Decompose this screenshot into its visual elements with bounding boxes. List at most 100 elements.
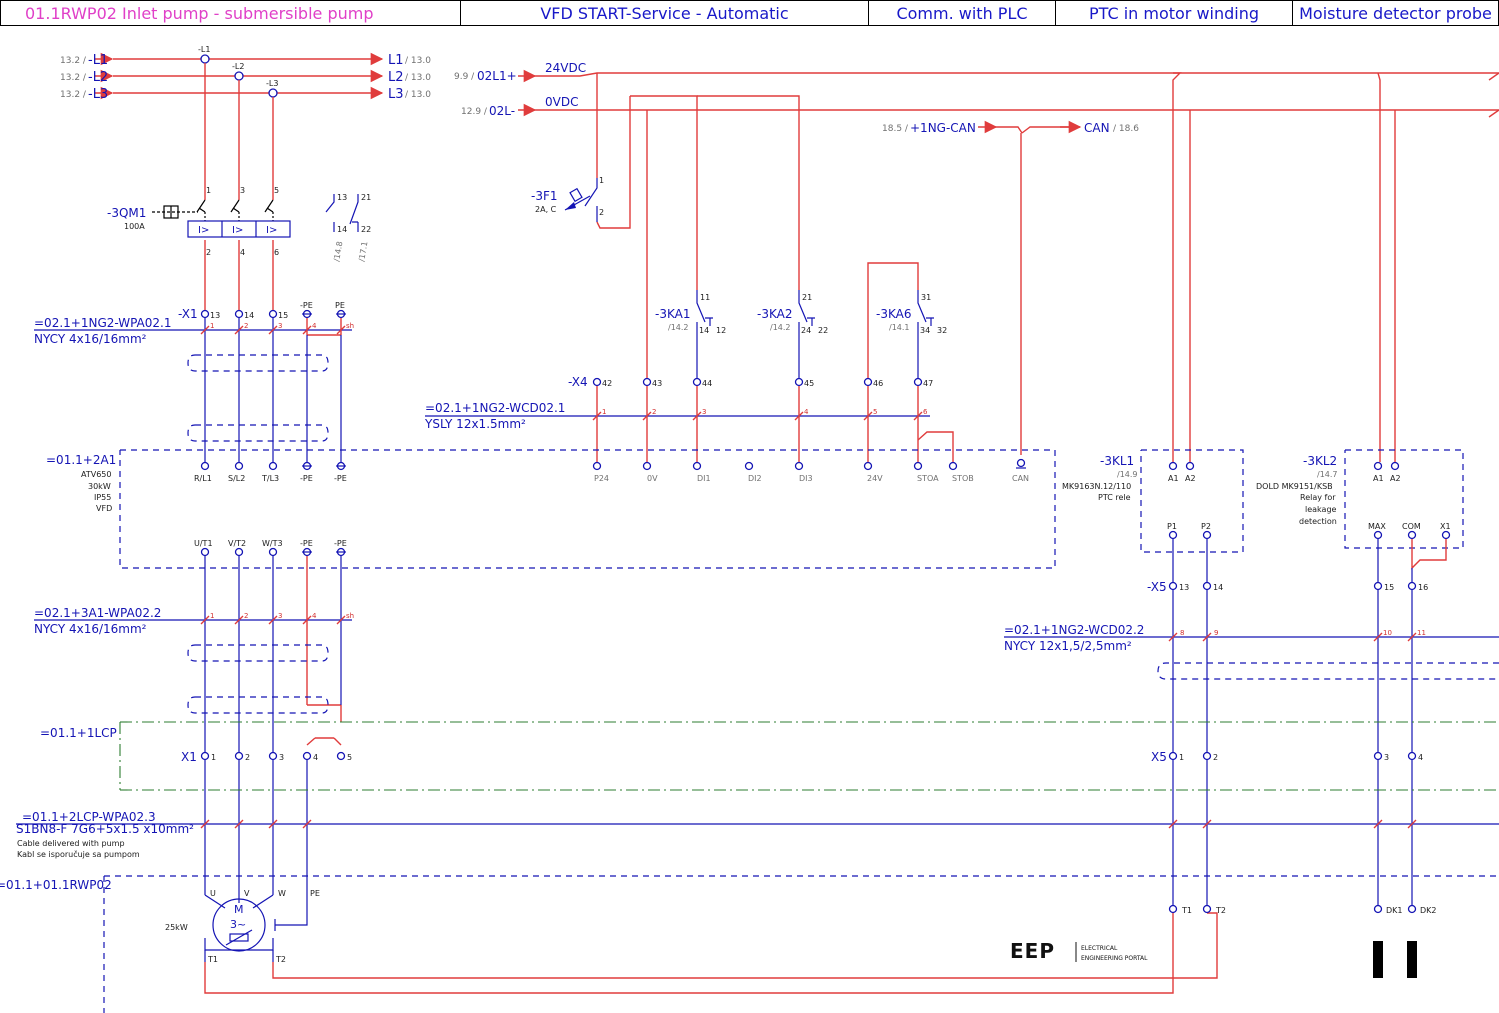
svg-text:T/L3: T/L3 <box>261 474 279 483</box>
cable2-name: =02.1+1NG2-WCD02.1 <box>425 401 565 415</box>
svg-text:11: 11 <box>1417 629 1426 637</box>
aux-pin-14: 14 <box>337 225 347 234</box>
svg-text:45: 45 <box>804 379 814 388</box>
svg-text:X1: X1 <box>1440 522 1451 531</box>
svg-text:Cable delivered with pump: Cable delivered with pump <box>17 839 125 848</box>
svg-text:-PE: -PE <box>300 539 313 548</box>
cable1-type: NYCY 4x16/16mm² <box>34 332 147 346</box>
trip-2: I> <box>232 225 243 236</box>
svg-text:ELECTRICAL: ELECTRICAL <box>1081 945 1118 952</box>
svg-text:A1: A1 <box>1373 474 1384 483</box>
fuse-3f1: -3F1 2A, C 1 2 <box>531 176 604 222</box>
ptc-relay-3kl1: -3KL1 /14.9 MK9163N.12/110 PTC rele A1 A… <box>1062 449 1244 553</box>
vfd-name: =01.1+2A1 <box>46 453 116 467</box>
p24-name: 02L1+ <box>477 69 517 83</box>
cable4-name: =02.1+1NG2-WCD02.2 <box>1004 623 1144 637</box>
svg-text:IP55: IP55 <box>94 493 111 502</box>
control-supply: 9.9 / 02L1+ 24VDC 12.9 / 02L- 0VDC 18.5 … <box>454 61 1499 462</box>
breaker-pin-4: 4 <box>240 248 245 257</box>
svg-text:1: 1 <box>1179 753 1184 762</box>
lcp-panel: =01.1+1LCP X1 1 2 3 4 5 X5 1 2 3 4 <box>40 721 1499 791</box>
lcp-name: =01.1+1LCP <box>40 726 117 740</box>
lcp-x1: X1 <box>181 750 197 764</box>
svg-text:43: 43 <box>652 379 662 388</box>
svg-text:-3KL2: -3KL2 <box>1303 454 1337 468</box>
svg-text:-PE: -PE <box>300 474 313 483</box>
l3-ref: 13.2 / <box>60 90 87 100</box>
breaker-pin-5: 5 <box>274 186 279 195</box>
breaker-3qm1: -3QM1 100A 1 3 5 I> I> I> 2 4 6 13 14 21… <box>107 186 371 262</box>
logo-mark: EEP <box>1010 939 1055 963</box>
svg-text:P1: P1 <box>1167 522 1177 531</box>
x1-term-15: 15 <box>278 311 288 320</box>
l2-tap-label: -L2 <box>232 62 244 71</box>
p24-ref: 9.9 / <box>454 72 475 82</box>
svg-text:13: 13 <box>1179 583 1189 592</box>
svg-text:A1: A1 <box>1168 474 1179 483</box>
svg-text:3: 3 <box>702 408 706 416</box>
can-ref: 18.5 / <box>882 124 909 134</box>
x1-term-pe1: -PE <box>300 301 313 310</box>
svg-text:T2: T2 <box>275 955 286 964</box>
svg-text:DI3: DI3 <box>799 474 813 483</box>
breaker-pin-2: 2 <box>206 248 211 257</box>
svg-text:5: 5 <box>873 408 877 416</box>
svg-text:46: 46 <box>873 379 883 388</box>
fuse-name: -3F1 <box>531 189 558 203</box>
relay-contacts: -3KA1 /14.2 11 14 12 -3KA2 /14.2 21 24 2… <box>655 262 947 378</box>
svg-text:30kW: 30kW <box>88 482 111 491</box>
l2-tap-terminal <box>234 71 244 81</box>
title-cell: 01.1RWP02 Inlet pump - submersible pump <box>0 0 461 26</box>
svg-text:3: 3 <box>279 753 284 762</box>
svg-text:leakage: leakage <box>1305 505 1337 514</box>
svg-text:3: 3 <box>278 612 282 620</box>
svg-text:U/T1: U/T1 <box>194 539 213 548</box>
svg-text:DI2: DI2 <box>748 474 762 483</box>
svg-text:4: 4 <box>1418 753 1423 762</box>
svg-text:12: 12 <box>716 326 726 335</box>
svg-text:10: 10 <box>1383 629 1392 637</box>
svg-text:T1: T1 <box>1181 906 1192 915</box>
svg-text:-X5: -X5 <box>1147 580 1167 594</box>
svg-text:22: 22 <box>818 326 828 335</box>
svg-text:-3KA6: -3KA6 <box>876 307 911 321</box>
c1-core-sh: sh <box>346 322 354 330</box>
svg-text:-3KL1: -3KL1 <box>1100 454 1134 468</box>
svg-text:44: 44 <box>702 379 712 388</box>
svg-text:DI1: DI1 <box>697 474 711 483</box>
svg-text:Relay for: Relay for <box>1300 493 1336 502</box>
svg-text:/14.7: /14.7 <box>1317 470 1338 479</box>
cable1-name: =02.1+1NG2-WPA02.1 <box>34 316 171 330</box>
svg-text:V/T2: V/T2 <box>228 539 246 548</box>
aux-pin-13: 13 <box>337 193 347 202</box>
svg-text:S/L2: S/L2 <box>228 474 245 483</box>
svg-text:P24: P24 <box>594 474 609 483</box>
svg-text:1: 1 <box>210 612 214 620</box>
svg-text:STOA: STOA <box>917 474 939 483</box>
l3-out-ref: / 13.0 <box>405 90 431 100</box>
svg-text:21: 21 <box>802 293 812 302</box>
moisture-probe-1 <box>1373 941 1383 978</box>
svg-text:MAX: MAX <box>1368 522 1386 531</box>
lcp-x5: X5 <box>1151 750 1167 764</box>
svg-text:3~: 3~ <box>230 918 246 931</box>
svg-text:-PE: -PE <box>334 539 347 548</box>
aux-pin-22: 22 <box>361 225 371 234</box>
svg-text:11: 11 <box>700 293 710 302</box>
pump-name: =01.1+01.1RWP02 <box>0 878 112 892</box>
vfd-mode-cell: VFD START-Service - Automatic <box>461 0 869 26</box>
svg-text:0V: 0V <box>647 474 658 483</box>
supply-busbars: 13.2 / -L1 13.2 / -L2 13.2 / -L3 L1 / 13… <box>60 45 431 102</box>
svg-text:2: 2 <box>1213 753 1218 762</box>
svg-text:ENGINEERING PORTAL: ENGINEERING PORTAL <box>1081 955 1148 962</box>
l3-tap-terminal <box>268 88 278 98</box>
l2-ref: 13.2 / <box>60 73 87 83</box>
can-out-ref: / 18.6 <box>1113 124 1139 134</box>
svg-text:4: 4 <box>804 408 809 416</box>
relay-3ka2: -3KA2 /14.2 21 24 22 <box>757 290 828 378</box>
c1-core-4: 4 <box>312 322 317 330</box>
breaker-name: -3QM1 <box>107 206 146 220</box>
l2-out-ref: / 13.0 <box>405 73 431 83</box>
svg-text:U: U <box>210 889 216 898</box>
